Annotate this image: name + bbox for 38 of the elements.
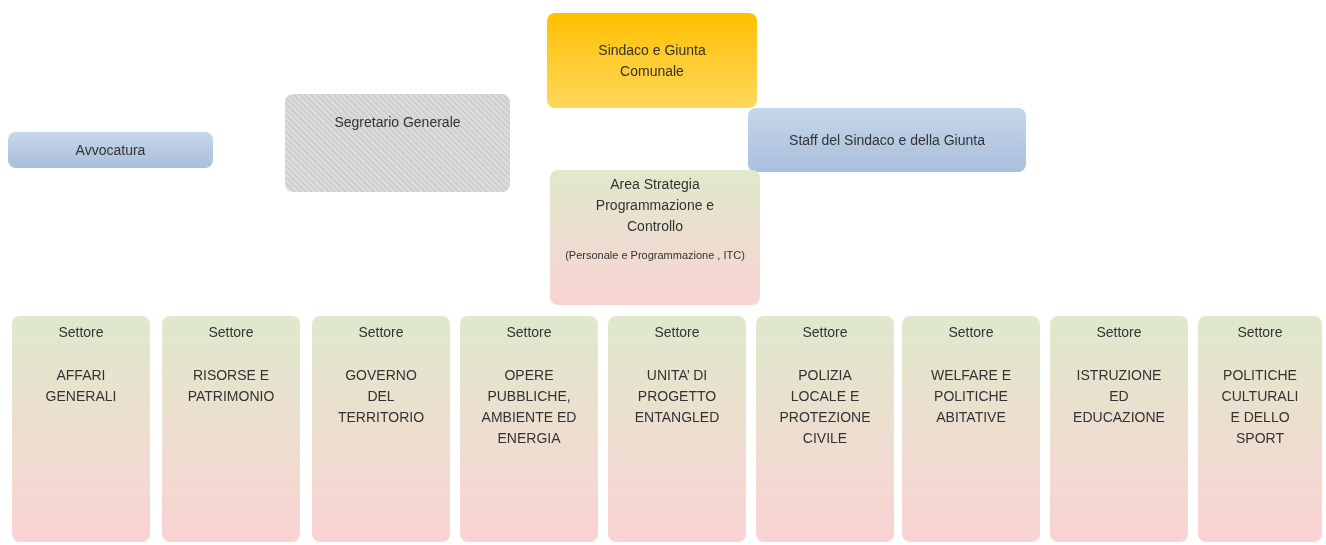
org-box (8, 132, 213, 168)
sector-box (756, 316, 894, 542)
sector-box (1198, 316, 1322, 542)
org-box (285, 94, 510, 192)
sector-heading: Settore (654, 323, 700, 342)
org-box (547, 13, 757, 108)
sector-name: POLITICHE CULTURALI E DELLO SPORT (1220, 366, 1300, 448)
sector-heading: Settore (208, 323, 254, 342)
sector-heading: Settore (506, 323, 552, 342)
sector-box (162, 316, 300, 542)
sector-box (902, 316, 1040, 542)
sector-heading: Settore (948, 323, 994, 342)
org-box (550, 170, 760, 305)
sector-name: OPERE PUBBLICHE, AMBIENTE ED ENERGIA (480, 366, 578, 448)
sector-box (460, 316, 598, 542)
sector-heading: Settore (1096, 323, 1142, 342)
sector-name: AFFARI GENERALI (44, 366, 118, 406)
box-title: Staff del Sindaco e della Giunta (788, 130, 986, 150)
sector-name: WELFARE E POLITICHE ABITATIVE (929, 366, 1013, 427)
sector-box (608, 316, 746, 542)
sector-name: RISORSE E PATRIMONIO (186, 366, 276, 406)
box-title: Segretario Generale (334, 113, 461, 132)
sector-name: GOVERNO DEL TERRITORIO (336, 366, 426, 427)
sector-box (12, 316, 150, 542)
sector-heading: Settore (1237, 323, 1283, 342)
sector-name: POLIZIA LOCALE E PROTEZIONE CIVILE (778, 366, 872, 448)
sector-box (1050, 316, 1188, 542)
sector-heading: Settore (58, 323, 104, 342)
box-title: Avvocatura (74, 140, 147, 160)
box-title: Area Strategia Programmazione e Controllo (594, 175, 716, 236)
sector-box (312, 316, 450, 542)
area-note: (Personale e Programmazione , ITC) (565, 248, 745, 263)
sector-name: ISTRUZIONE ED EDUCAZIONE (1072, 366, 1166, 427)
sector-name: UNITA’ DI PROGETTO ENTANGLED (633, 366, 721, 427)
sector-heading: Settore (358, 323, 404, 342)
box-title: Sindaco e Giunta Comunale (597, 40, 707, 81)
sector-heading: Settore (802, 323, 848, 342)
org-box (748, 108, 1026, 172)
